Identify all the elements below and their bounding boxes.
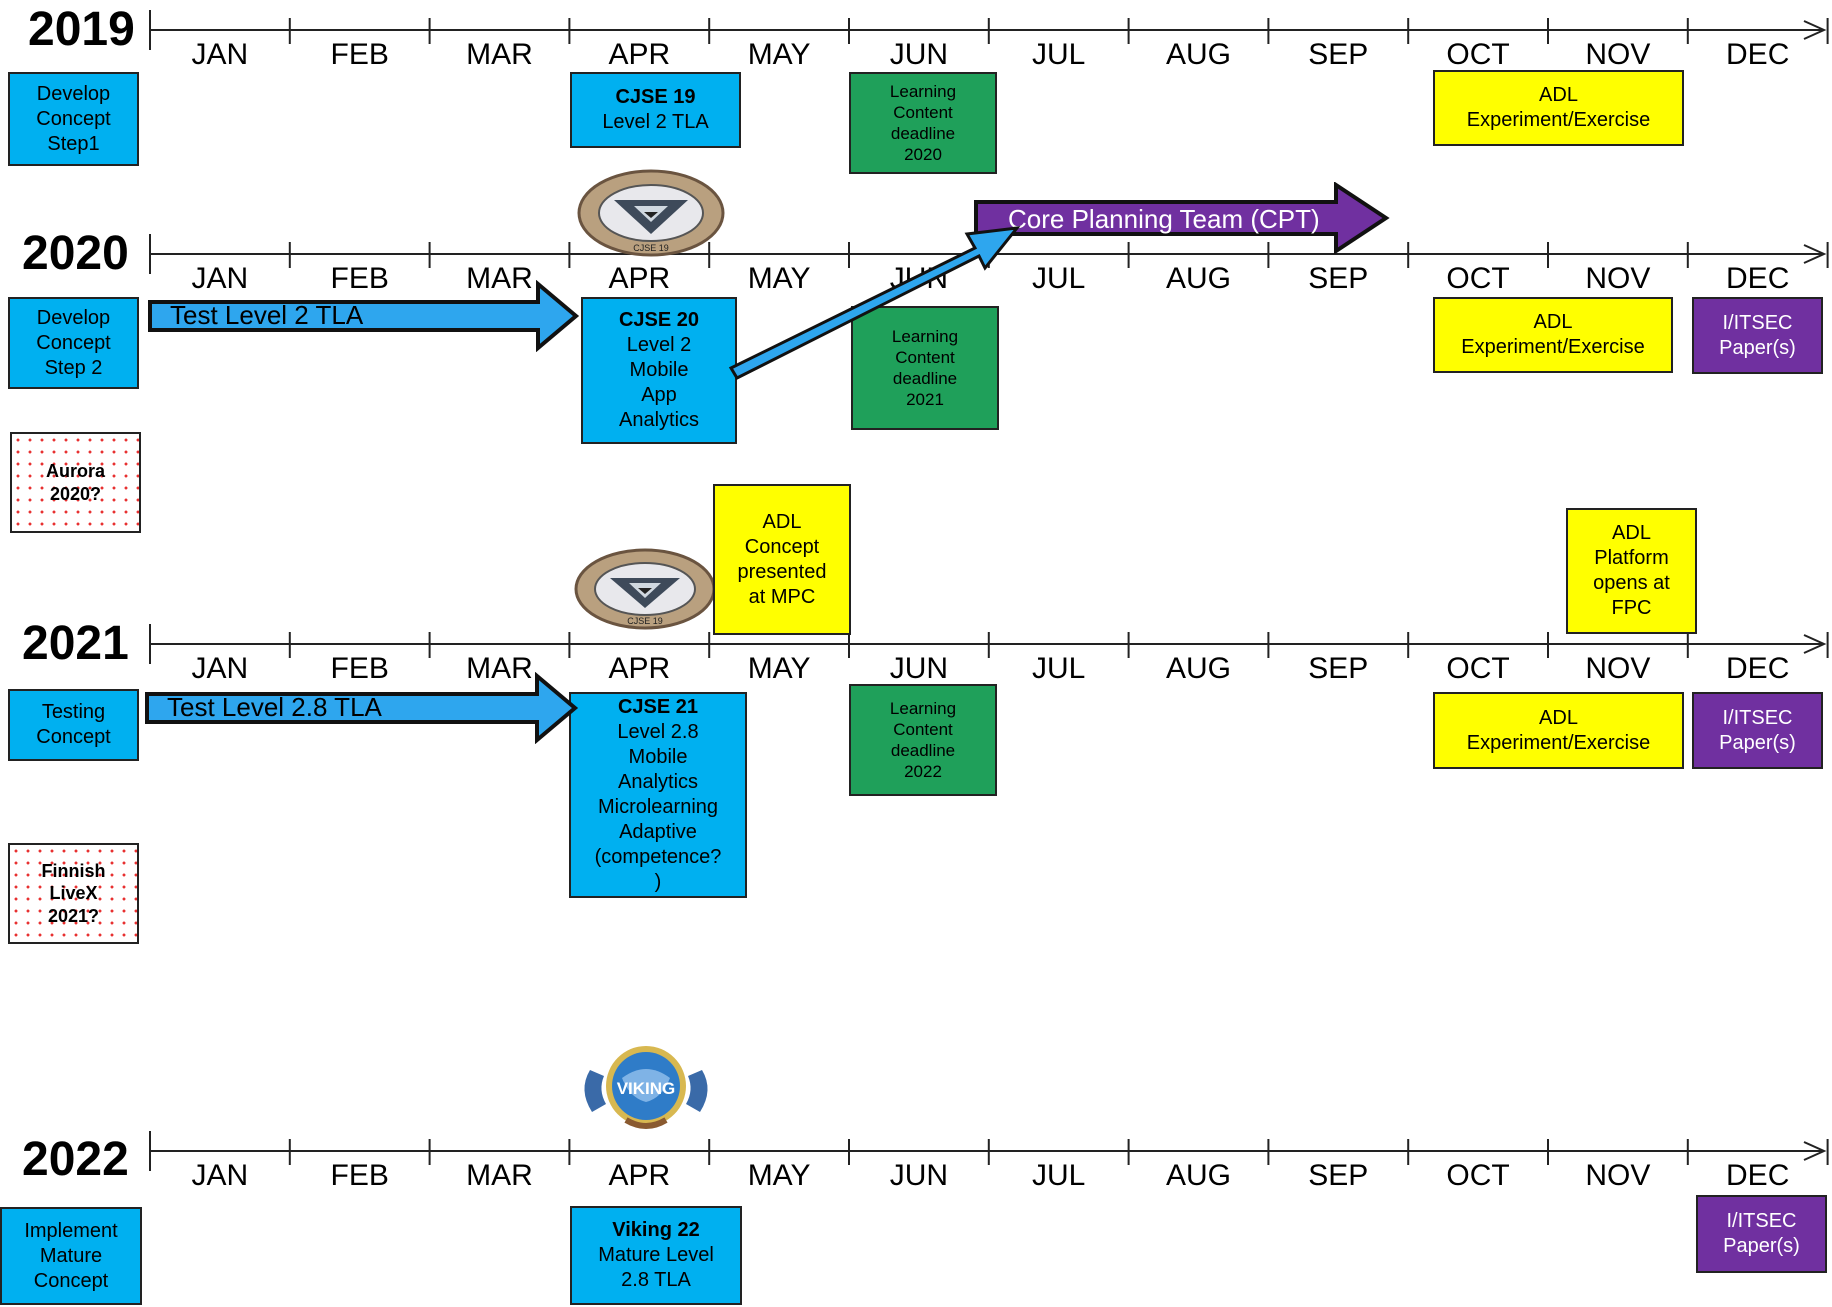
month-label-apr: APR [608,262,671,295]
month-label-feb: FEB [330,652,389,685]
month-label-may: MAY [747,38,811,71]
month-label-apr: APR [608,1159,671,1192]
timeline-2022: JAN FEB MAR APR MAY JUN JUL AUG SEP OCT NOV DEC [149,1131,1830,1191]
axis-arrowhead [1803,1141,1827,1161]
month-label-mar: MAR [466,38,533,71]
month-label-mar: MAR [466,652,533,685]
month-label-jan: JAN [191,38,249,71]
month-label-sep: SEP [1308,262,1369,295]
month-label-dec: DEC [1726,1159,1790,1192]
viking-logo: VIKING [572,1040,720,1134]
month-label-jul: JUL [1032,262,1086,295]
month-label-jan: JAN [191,652,249,685]
timeline-axis [149,624,1829,664]
cjse20-to-cpt-arrow [728,226,1021,380]
month-label-jan: JAN [191,1159,249,1192]
month-label-feb: FEB [330,38,389,71]
month-label-mar: MAR [466,262,533,295]
test-level-2-8-label: Test Level 2.8 TLA [167,692,382,722]
timeline-axis [149,1131,1829,1171]
cpt-arrow [974,182,1390,254]
month-label-may: MAY [747,262,811,295]
month-label-sep: SEP [1308,652,1369,685]
month-label-jun: JUN [889,652,949,685]
month-label-oct: OCT [1446,652,1510,685]
month-label-dec: DEC [1726,262,1790,295]
svg-text:CJSE 19: CJSE 19 [627,616,663,626]
month-label-aug: AUG [1165,1159,1231,1192]
month-label-nov: NOV [1585,38,1651,71]
test-level-2-arrow [148,280,580,352]
month-label-nov: NOV [1585,262,1651,295]
month-label-nov: NOV [1585,1159,1651,1192]
month-label-oct: OCT [1446,262,1510,295]
month-label-aug: AUG [1165,38,1231,71]
month-label-oct: OCT [1446,38,1510,71]
month-label-mar: MAR [466,1159,533,1192]
cjse-logo-2021: CJSE 19 [574,548,716,630]
svg-text:VIKING: VIKING [617,1079,676,1098]
month-label-jun: JUN [889,1159,949,1192]
test-level-2-8-arrow [145,672,579,744]
year-2020-label: 2020 [22,227,129,280]
cjse-logo: CJSE 19 [576,168,726,258]
month-label-dec: DEC [1726,652,1790,685]
month-label-feb: FEB [330,262,389,295]
month-label-may: MAY [747,652,811,685]
month-label-feb: FEB [330,1159,389,1192]
month-label-aug: AUG [1165,652,1231,685]
month-label-may: MAY [747,1159,811,1192]
month-label-dec: DEC [1726,38,1790,71]
month-label-oct: OCT [1446,1159,1510,1192]
month-label-apr: APR [608,652,671,685]
month-label-nov: NOV [1585,652,1651,685]
axis-arrowhead [1803,634,1827,654]
year-2019-label: 2019 [28,3,135,56]
timeline-2019: JAN FEB MAR APR MAY JUN JUL AUG SEP OCT NOV DEC [149,10,1830,70]
month-label-jul: JUL [1032,38,1086,71]
axis-arrowhead [1803,244,1827,264]
svg-text:CJSE 19: CJSE 19 [633,243,669,253]
cpt-label: Core Planning Team (CPT) [1008,204,1320,234]
axis-arrowhead [1803,20,1827,40]
month-label-jun: JUN [889,38,949,71]
test-level-2-label: Test Level 2 TLA [170,300,364,330]
year-2021-label: 2021 [22,617,129,670]
month-label-jan: JAN [191,262,249,295]
month-label-apr: APR [608,38,671,71]
month-label-jul: JUL [1032,1159,1086,1192]
month-label-sep: SEP [1308,38,1369,71]
month-label-aug: AUG [1165,262,1231,295]
year-2022-label: 2022 [22,1133,129,1186]
month-label-sep: SEP [1308,1159,1369,1192]
timeline-2021: JAN FEB MAR APR MAY JUN JUL AUG SEP OCT NOV DEC [149,624,1830,684]
month-label-jul: JUL [1032,652,1086,685]
timeline-axis [149,10,1829,50]
